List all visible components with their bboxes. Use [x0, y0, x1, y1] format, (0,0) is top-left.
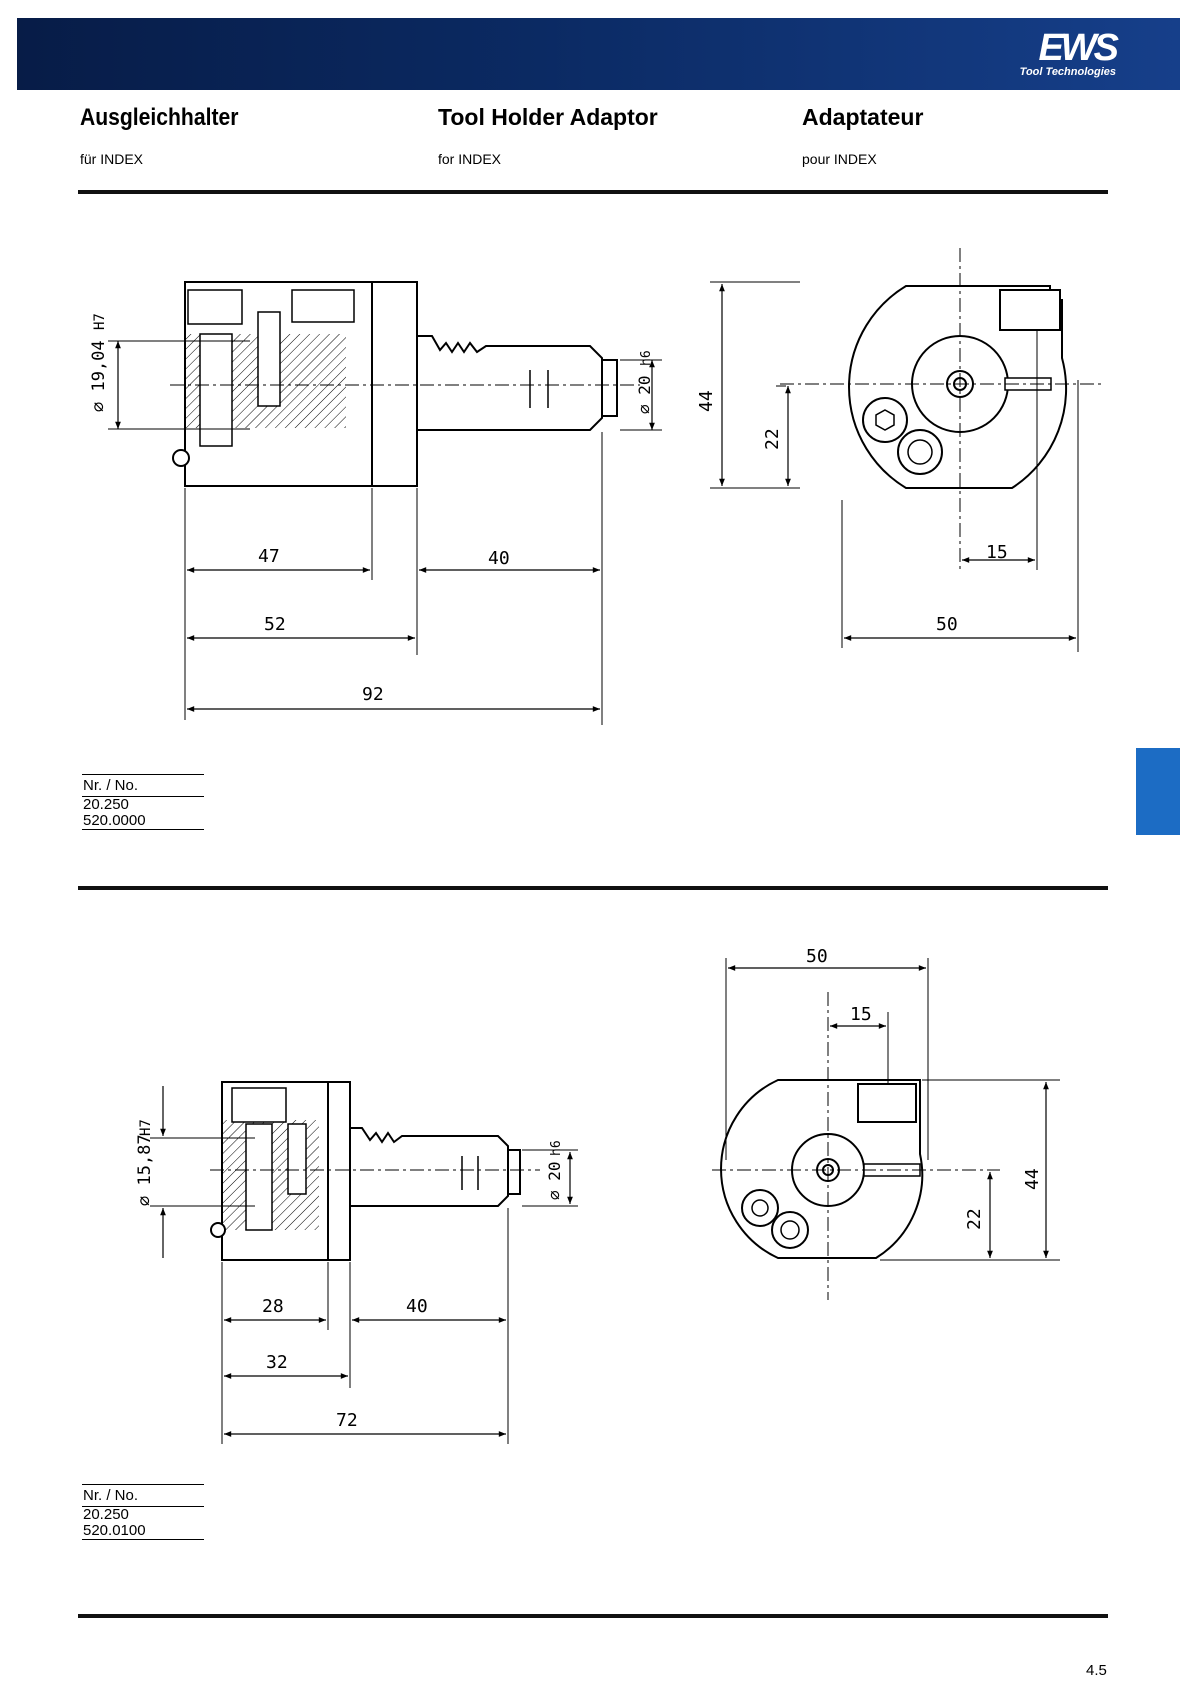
page-number: 4.5 [1086, 1662, 1107, 1679]
product-number-line2: 520.0100 [82, 1523, 204, 1540]
dim-22-b: 22 [964, 1208, 985, 1230]
drawing-2-side-view [150, 1082, 578, 1444]
product-number-line1: 20.250 [82, 797, 204, 813]
dim-40-b: 40 [406, 1296, 428, 1317]
dim-72: 72 [336, 1410, 358, 1431]
dim-bore-1: ⌀ 19,04 [89, 340, 109, 412]
dim-shank-tol-2: h6 [549, 1140, 564, 1156]
dim-92: 92 [362, 684, 384, 705]
dim-bore-2: ⌀ 15,87 [135, 1134, 155, 1206]
dim-shank-1: ⌀ 20 [635, 375, 654, 414]
dim-32: 32 [266, 1352, 288, 1373]
product-number-label: Nr. / No. [82, 774, 204, 797]
dim-bore-tol-2: H7 [138, 1119, 154, 1136]
dim-22-a: 22 [762, 428, 783, 450]
dim-28: 28 [262, 1296, 284, 1317]
dim-40-a: 40 [488, 548, 510, 569]
product-number-line1: 20.250 [82, 1507, 204, 1523]
product-number-box-2: Nr. / No. 20.250 520.0100 [82, 1484, 204, 1540]
dim-44-b: 44 [1022, 1168, 1043, 1190]
product-number-label: Nr. / No. [82, 1484, 204, 1507]
dim-shank-2: ⌀ 20 [545, 1161, 564, 1200]
dim-15-a: 15 [986, 542, 1008, 563]
drawing-1-side-view [108, 282, 662, 725]
dim-50-b: 50 [806, 946, 828, 967]
product-number-box-1: Nr. / No. 20.250 520.0000 [82, 774, 204, 830]
dim-47: 47 [258, 546, 280, 567]
dim-52: 52 [264, 614, 286, 635]
dim-50-a: 50 [936, 614, 958, 635]
dim-bore-tol-1: H7 [92, 313, 108, 330]
dim-shank-tol-1: h6 [639, 350, 654, 366]
dim-15-b: 15 [850, 1004, 872, 1025]
drawing-2-front-view [712, 958, 1060, 1300]
product-number-line2: 520.0000 [82, 813, 204, 830]
dim-44-a: 44 [696, 390, 717, 412]
